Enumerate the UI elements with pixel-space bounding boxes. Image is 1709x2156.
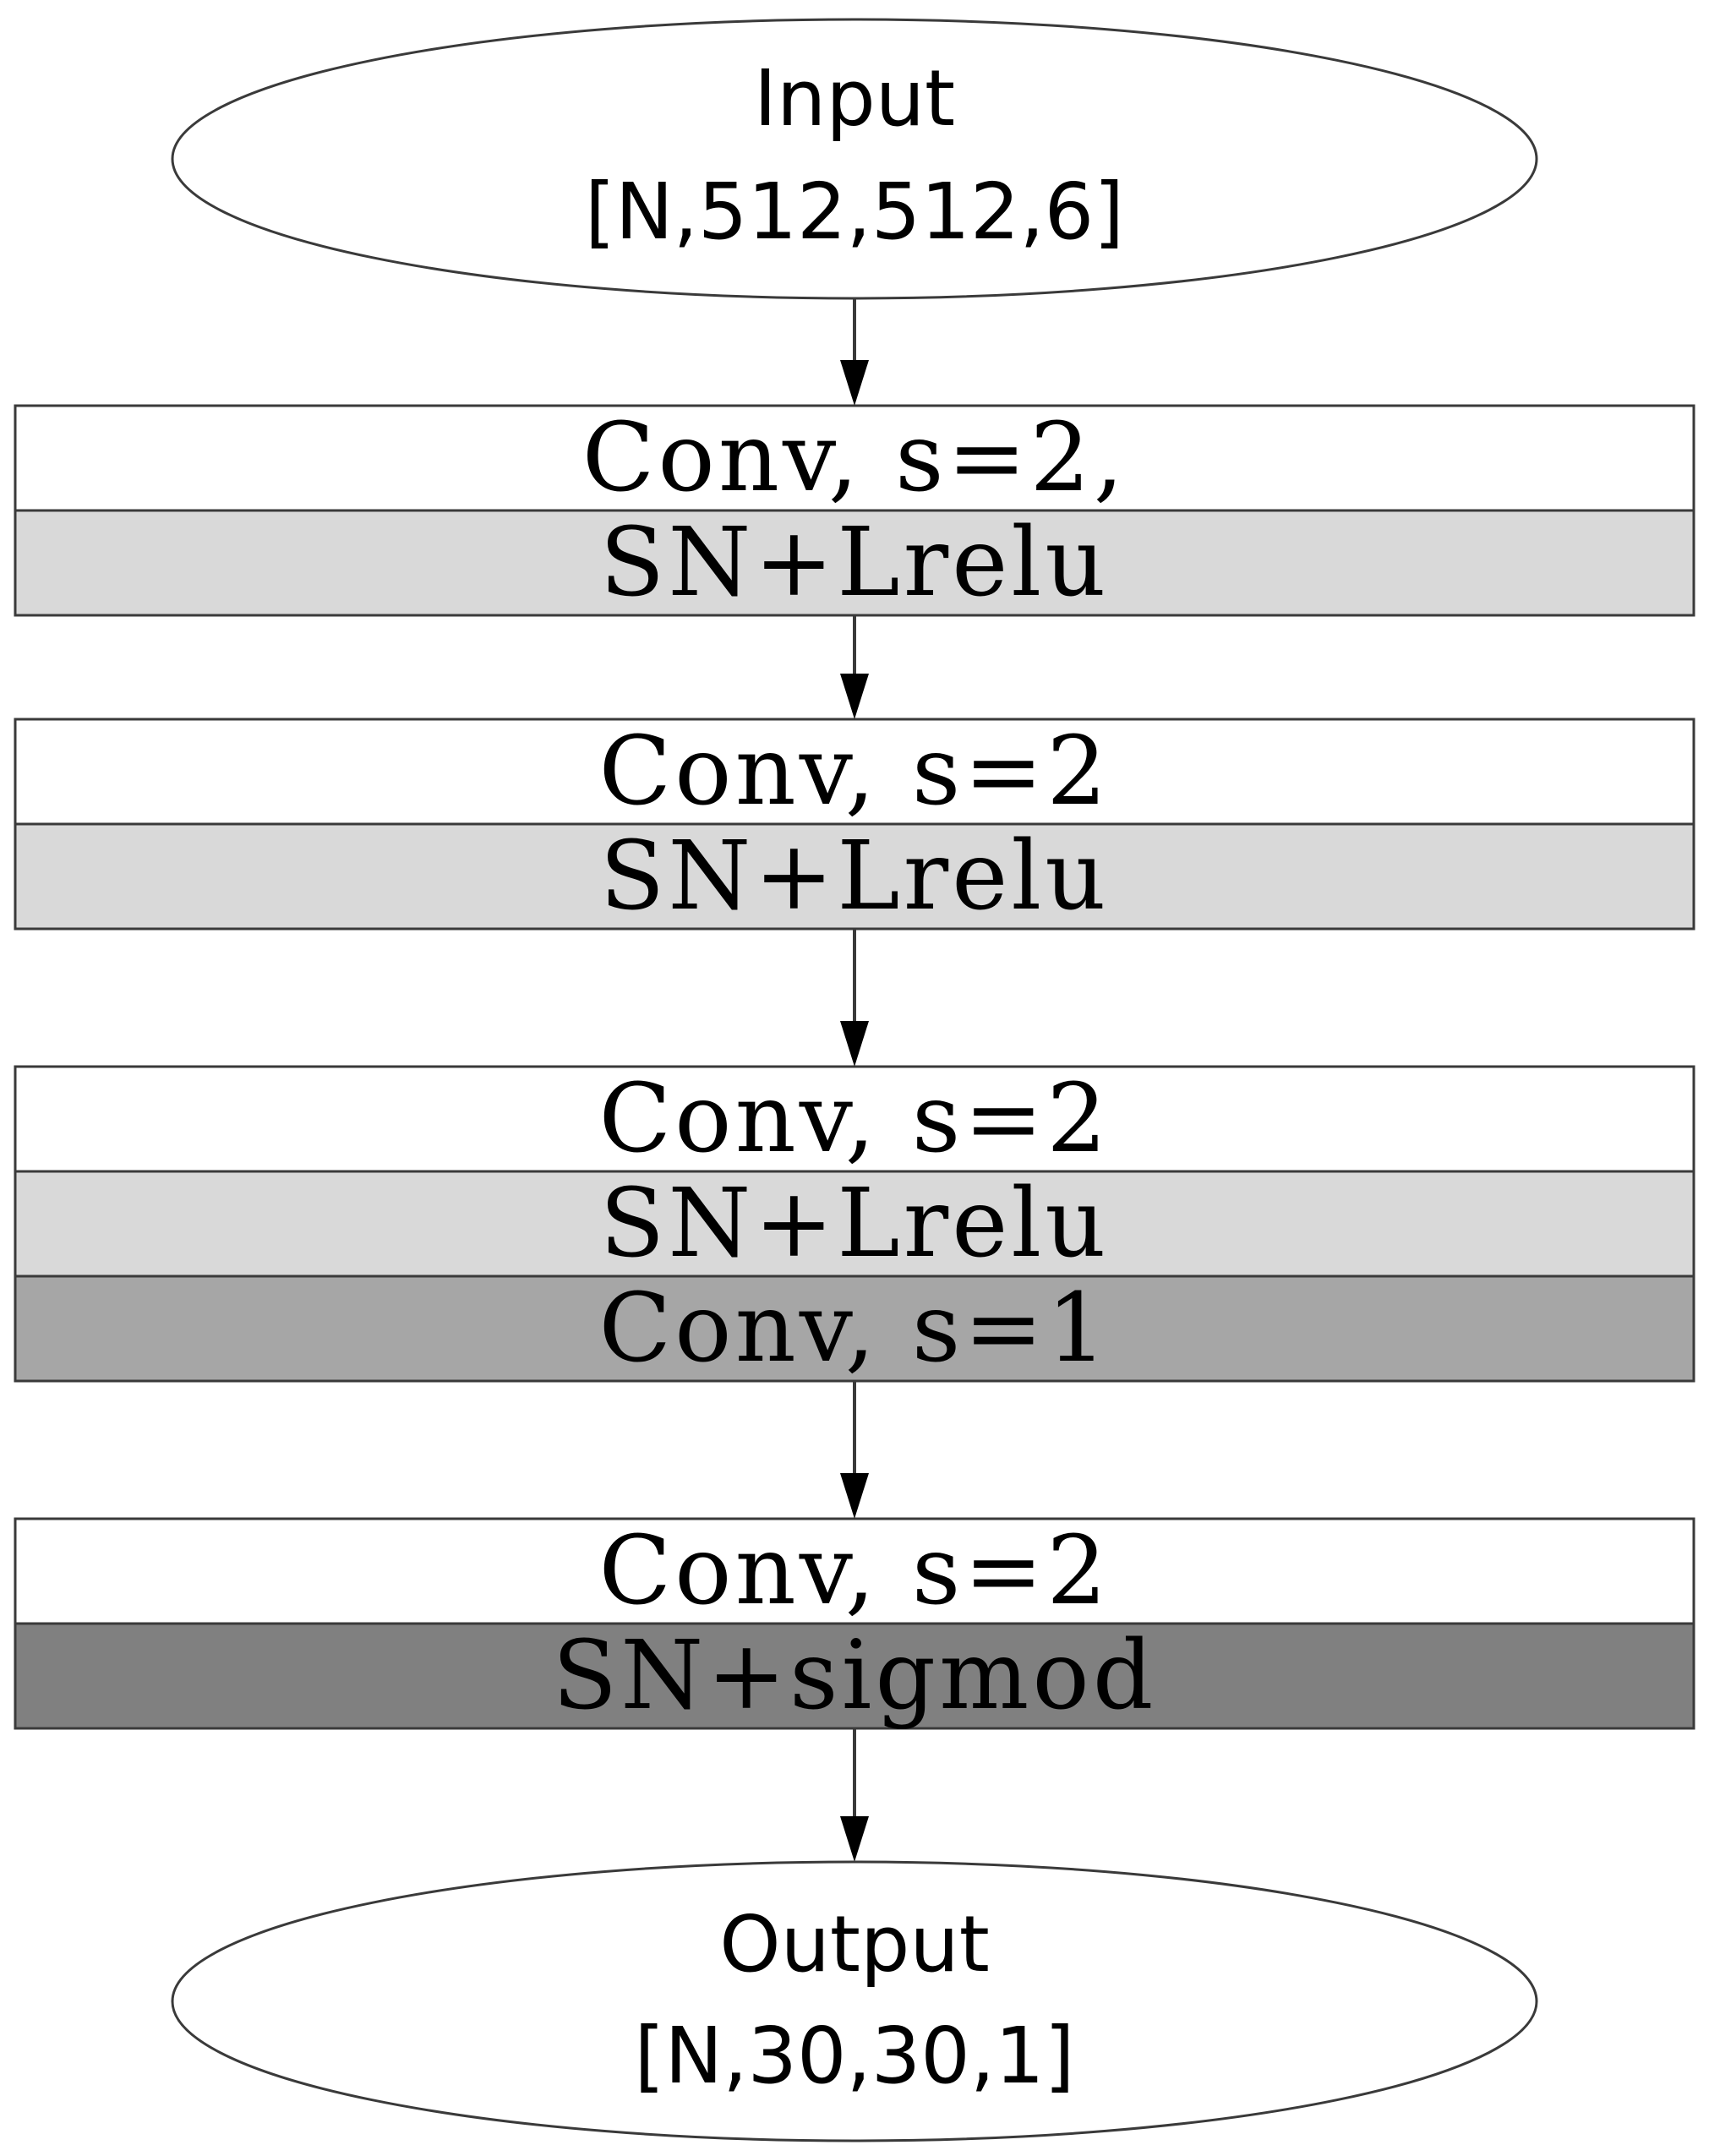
input-title: Input [754,53,955,144]
layer-label: Conv, s=2, [582,403,1128,513]
layer-block-1: Conv, s=2,SN+Lrelu [14,403,1695,618]
output-title: Output [719,1899,990,1990]
input-shape: [N,512,512,6] [585,166,1124,257]
connector-arrow-4 [840,1381,869,1519]
arrowhead-icon [840,674,869,719]
layer-label: Conv, s=2 [598,1516,1110,1626]
output-shape: [N,30,30,1] [634,2011,1074,2101]
input-node: Input [N,512,512,6] [171,18,1538,300]
layer-row-3-3 [14,1274,1695,1383]
output-node: Output [N,30,30,1] [171,1860,1538,2142]
layer-row-4-1 [14,1517,1695,1625]
layer-label: Conv, s=1 [598,1274,1110,1384]
layer-block-4: Conv, s=2SN+sigmod [14,1516,1695,1731]
layer-label: Conv, s=2 [598,1064,1110,1174]
layer-label: SN+Lrelu [600,1169,1110,1279]
layer-label: SN+Lrelu [600,508,1110,618]
output-ellipse [171,1860,1538,2142]
arrowhead-icon [840,1473,869,1519]
layer-row-1-1 [14,404,1695,512]
layer-row-2-1 [14,718,1695,826]
layer-label: Conv, s=2 [598,717,1110,827]
connector-arrow-5 [840,1728,869,1862]
connector-arrow-2 [840,615,869,719]
layer-row-1-2 [14,509,1695,617]
connector-arrow-3 [840,929,869,1067]
arrowhead-icon [840,1816,869,1862]
arrowhead-icon [840,1021,869,1067]
connector-arrows [840,298,869,1862]
layer-block-2: Conv, s=2SN+Lrelu [14,717,1695,931]
layer-label: SN+sigmod [553,1621,1157,1731]
arrowhead-icon [840,360,869,406]
layer-row-4-2 [14,1622,1695,1730]
connector-arrow-1 [840,298,869,406]
layer-label: SN+Lrelu [600,821,1110,931]
